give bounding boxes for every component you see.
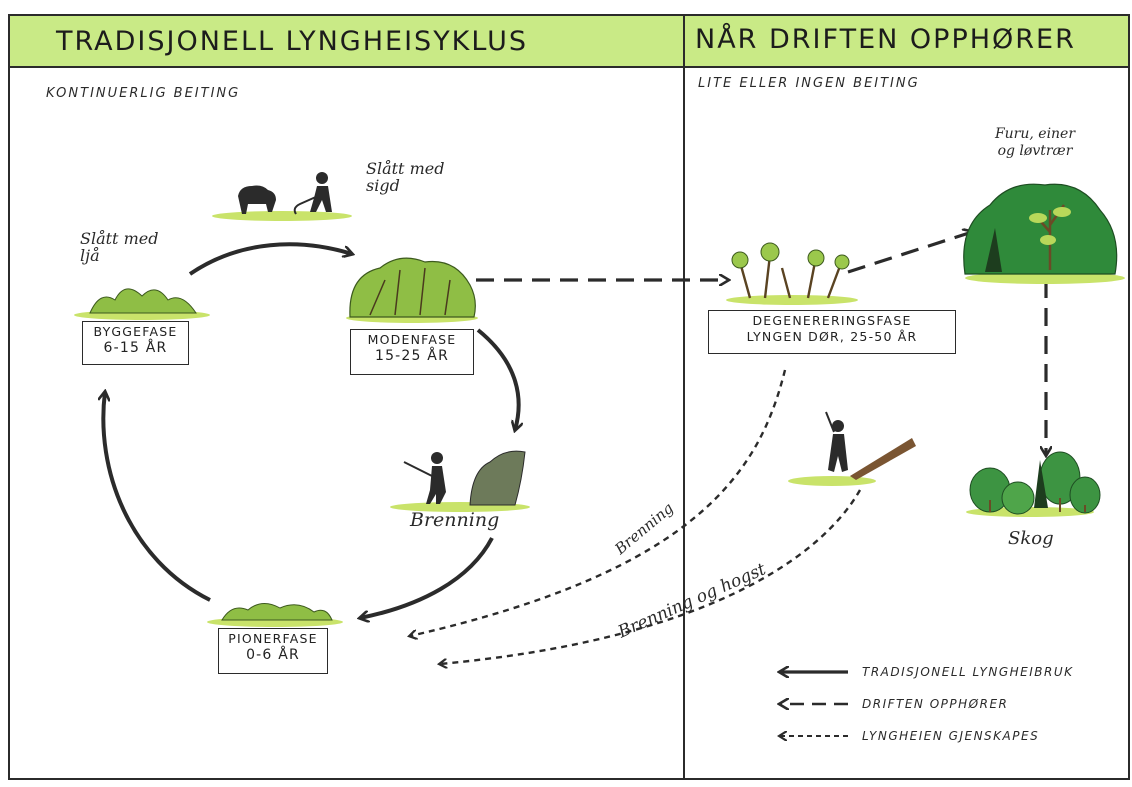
- heather-moden: [349, 257, 476, 318]
- phase-moden-years: 15-25 ÅR: [374, 348, 450, 364]
- heather-bygge: [89, 288, 197, 314]
- right-header-band: [685, 16, 1128, 68]
- phase-degen-desc: LYNGEN DØR, 25-50 ÅR: [746, 329, 918, 344]
- label-skog: Skog: [1008, 528, 1054, 549]
- heather-degen: [731, 242, 850, 299]
- left-subtitle: KONTINUERLIG BEITING: [46, 86, 241, 101]
- phase-box-bygge: BYGGEFASE 6-15 ÅR: [82, 321, 189, 365]
- label-slatt-sigd: Slått med sigd: [366, 159, 445, 195]
- person-felling-tree: [825, 411, 916, 480]
- cycle-arrows: [103, 242, 519, 618]
- phase-pioner-name: PIONERFASE: [228, 631, 318, 646]
- diagram-frame: [8, 14, 1130, 780]
- sheep-and-person: [238, 172, 332, 215]
- left-title: TRADISJONELL LYNGHEISYKLUS: [56, 26, 528, 57]
- phase-bygge-name: BYGGEFASE: [93, 324, 178, 339]
- tree-cluster: [963, 183, 1118, 275]
- phase-bygge-years: 6-15 ÅR: [103, 340, 168, 356]
- label-brenning-cycle: Brenning: [410, 509, 500, 531]
- dotted-arrows: [410, 369, 862, 664]
- arrow-degen-to-pioner-brenning: [410, 369, 787, 636]
- arrow-felling-to-pioner-hogst: [440, 489, 862, 664]
- heather-pioner: [221, 603, 333, 621]
- right-title: NÅR DRIFTEN OPPHØRER: [695, 24, 1076, 55]
- right-subtitle: LITE ELLER INGEN BEITING: [698, 76, 920, 91]
- label-trees: Furu, einer og løvtrær: [994, 126, 1076, 159]
- panel-divider: [683, 14, 685, 780]
- burning-heather: [469, 450, 526, 506]
- person-burning: [403, 452, 446, 504]
- arrow-degen-to-trees: [847, 232, 972, 274]
- dashed-arrows: [476, 232, 1046, 455]
- label-slatt-ljaa: Slått med ljå: [80, 229, 159, 265]
- arrow-pioner-to-bygge: [103, 392, 211, 602]
- phase-moden-name: MODENFASE: [367, 332, 457, 347]
- phase-box-degenerering: DEGENERERINGSFASE LYNGEN DØR, 25-50 ÅR: [708, 310, 956, 354]
- legend-solid-label: TRADISJONELL LYNGHEIBRUK: [862, 665, 1074, 679]
- phase-degen-name: DEGENERERINGSFASE: [752, 313, 912, 328]
- phase-pioner-years: 0-6 ÅR: [246, 647, 300, 663]
- forest: [969, 451, 1101, 515]
- arrow-bygge-to-moden: [188, 242, 352, 276]
- legend-lines: [780, 672, 848, 736]
- phase-box-pioner: PIONERFASE 0-6 ÅR: [218, 628, 328, 674]
- phase-box-moden: MODENFASE 15-25 ÅR: [350, 329, 474, 375]
- legend-dotted-label: LYNGHEIEN GJENSKAPES: [862, 729, 1040, 743]
- arrow-moden-to-brenning: [476, 328, 519, 430]
- legend-dashed-label: DRIFTEN OPPHØRER: [862, 697, 1009, 711]
- left-header-band: [10, 16, 683, 68]
- arrow-brenning-to-pioner: [360, 537, 494, 618]
